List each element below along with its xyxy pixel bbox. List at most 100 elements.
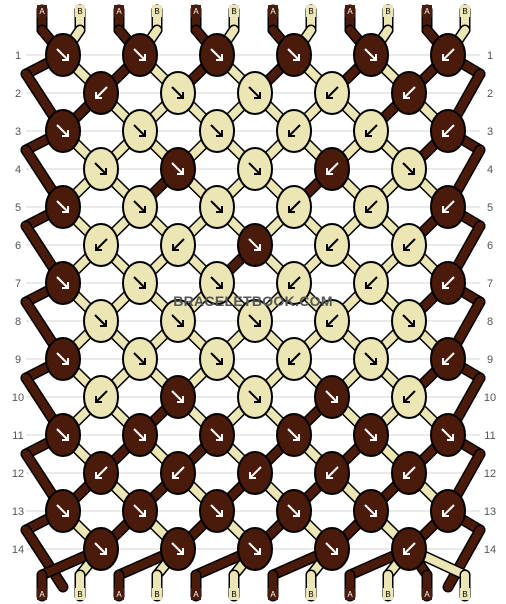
knot	[276, 33, 312, 77]
string-tag	[152, 588, 162, 600]
knot	[83, 147, 119, 191]
knot	[353, 337, 389, 381]
row-label-left: 10	[12, 392, 24, 404]
arrow-icon	[403, 542, 416, 555]
arrow-head-icon	[288, 358, 295, 365]
string-tag	[114, 588, 124, 600]
knot	[430, 185, 466, 229]
row-label-left: 11	[12, 430, 23, 442]
arrow-head-icon	[254, 396, 261, 403]
string-label: A	[39, 7, 45, 16]
arrow-icon	[172, 466, 185, 479]
string-label: A	[347, 590, 353, 599]
arrow-head-icon	[442, 282, 449, 289]
knot	[83, 299, 119, 343]
string-label: B	[77, 590, 82, 599]
knot	[391, 299, 427, 343]
arrow-icon	[403, 86, 416, 99]
arrow-icon	[171, 314, 184, 327]
arrow-icon	[210, 428, 223, 441]
knot	[276, 413, 312, 457]
row-label-right: 11	[484, 430, 495, 442]
knot	[122, 489, 158, 533]
arrow-icon	[56, 200, 69, 213]
arrow-icon	[365, 124, 378, 137]
arrow-icon	[403, 238, 416, 251]
knot	[45, 261, 81, 305]
arrow-head-icon	[139, 358, 146, 365]
knot	[199, 185, 235, 229]
arrow-icon	[365, 276, 378, 289]
arrow-head-icon	[139, 434, 146, 441]
knot	[83, 223, 119, 267]
arrow-icon	[95, 86, 108, 99]
arrow-icon	[288, 200, 301, 213]
string-label: A	[270, 590, 276, 599]
knot	[314, 147, 350, 191]
arrow-icon	[171, 390, 184, 403]
arrow-icon	[133, 428, 146, 441]
row-label-right: 6	[487, 240, 493, 252]
arrow-icon	[171, 86, 184, 99]
knot	[276, 489, 312, 533]
string-label: A	[193, 7, 199, 16]
knot	[45, 489, 81, 533]
arrow-icon	[248, 162, 261, 175]
arrow-icon	[210, 200, 223, 213]
row-label-left: 3	[15, 126, 21, 138]
arrow-head-icon	[326, 472, 333, 479]
knot	[314, 223, 350, 267]
arrow-head-icon	[442, 358, 449, 365]
arrow-icon	[402, 314, 415, 327]
string-tag	[422, 588, 432, 600]
arrow-icon	[248, 390, 261, 403]
arrow-head-icon	[365, 130, 372, 137]
row-label-left: 12	[12, 468, 24, 480]
row-label-right: 13	[484, 506, 496, 518]
arrow-head-icon	[139, 206, 146, 213]
arrow-head-icon	[326, 92, 333, 99]
knot	[237, 223, 273, 267]
arrow-head-icon	[331, 548, 338, 555]
arrow-icon	[442, 200, 455, 213]
arrow-icon	[56, 124, 69, 137]
arrow-icon	[133, 352, 146, 365]
arrow-head-icon	[177, 168, 184, 175]
string-label: B	[231, 590, 236, 599]
arrow-head-icon	[216, 54, 223, 61]
arrow-head-icon	[172, 472, 179, 479]
knot	[430, 33, 466, 77]
knot	[160, 375, 196, 419]
arrow-icon	[365, 200, 378, 213]
knot	[160, 223, 196, 267]
arrow-head-icon	[177, 92, 184, 99]
arrow-icon	[442, 504, 455, 517]
arrow-head-icon	[288, 206, 295, 213]
arrow-icon	[94, 314, 107, 327]
knot	[430, 109, 466, 153]
knot	[237, 71, 273, 115]
arrow-icon	[133, 124, 146, 137]
row-label-left: 2	[15, 88, 21, 100]
knot	[237, 147, 273, 191]
arrow-icon	[364, 504, 377, 517]
arrow-icon	[56, 352, 69, 365]
knot	[391, 451, 427, 495]
arrow-icon	[210, 352, 223, 365]
row-label-left: 13	[12, 506, 24, 518]
arrow-icon	[442, 276, 455, 289]
knot	[45, 33, 81, 77]
arrow-head-icon	[216, 282, 223, 289]
arrow-icon	[364, 352, 377, 365]
arrow-icon	[441, 428, 454, 441]
string-tag	[460, 5, 470, 17]
arrow-icon	[210, 276, 223, 289]
arrow-head-icon	[177, 320, 184, 327]
arrow-head-icon	[326, 320, 333, 327]
arrow-icon	[442, 124, 455, 137]
strand-segment	[444, 526, 484, 591]
arrow-head-icon	[100, 320, 107, 327]
arrow-icon	[56, 276, 69, 289]
arrow-head-icon	[177, 548, 184, 555]
